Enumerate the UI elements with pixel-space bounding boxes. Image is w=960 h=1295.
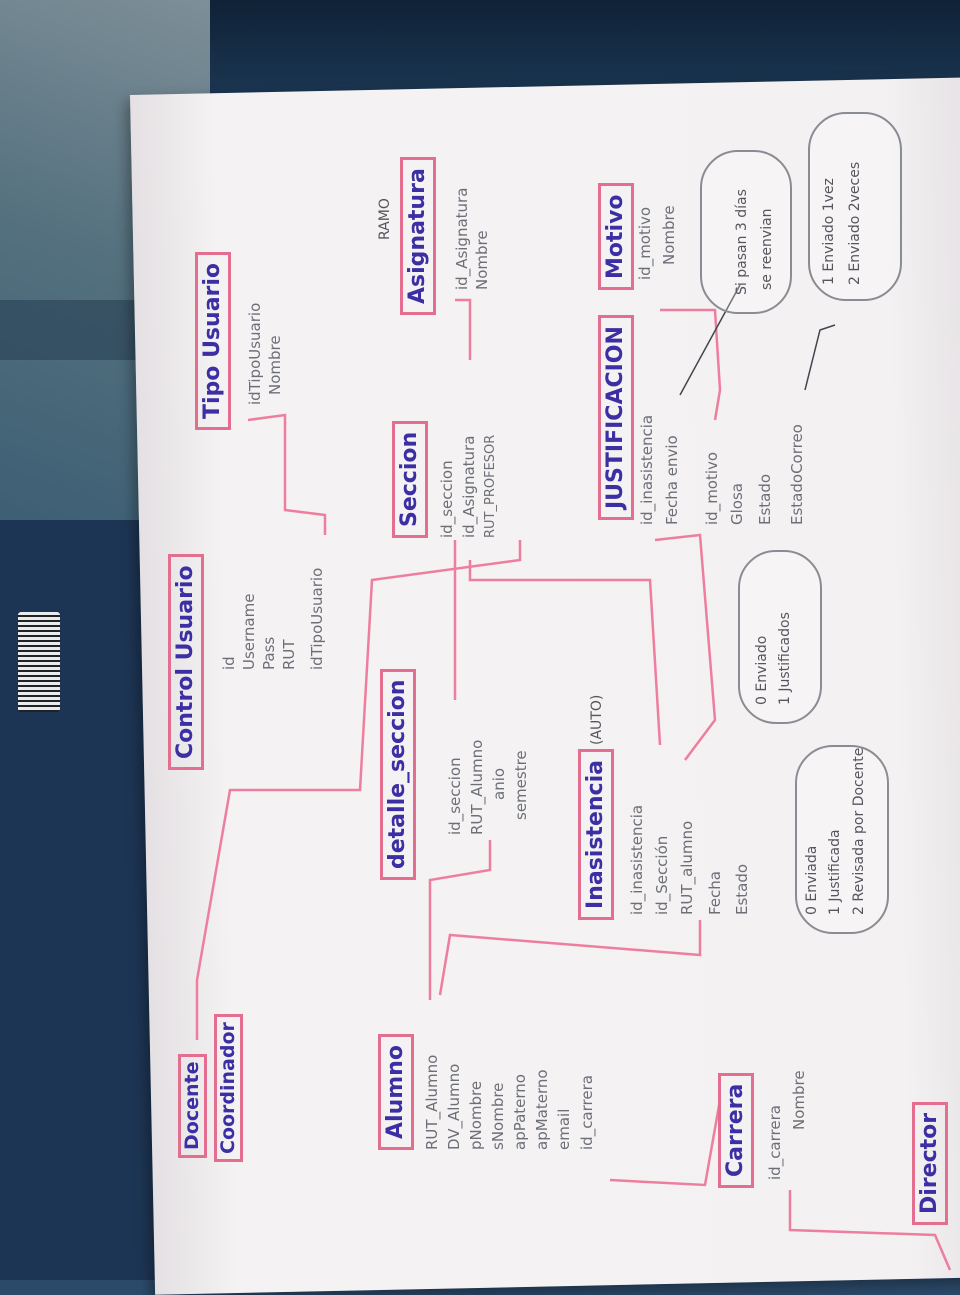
reenvio-cloud bbox=[700, 150, 792, 314]
field-in-idseccion: id_Sección bbox=[653, 835, 671, 915]
field-ca-nombre: Nombre bbox=[790, 1070, 808, 1130]
estado-justificacion-cloud bbox=[738, 550, 822, 724]
field-in-rutalumno: RUT_alumno bbox=[678, 820, 696, 915]
entity-justificacion-title: JUSTIFICACION bbox=[598, 315, 634, 520]
alumno-inasistencia-link bbox=[438, 920, 702, 996]
field-ds-idseccion: id_seccion bbox=[446, 757, 464, 835]
field-cu-rut: RUT bbox=[280, 639, 298, 670]
field-al-rut: RUT_Alumno bbox=[423, 1054, 441, 1150]
field-mo-nombre: Nombre bbox=[660, 205, 678, 265]
field-ju-fechaenvio: Fecha envio bbox=[663, 435, 681, 525]
field-ds-semestre: semestre bbox=[512, 750, 530, 820]
field-se-idasignatura: id_Asignatura bbox=[460, 435, 478, 538]
note-correo-2: 2 Enviado 2veces bbox=[847, 161, 863, 285]
entity-asignatura-title: Asignatura bbox=[400, 157, 436, 315]
docente-to-controlusuario-line bbox=[195, 540, 522, 1040]
field-al-dv: DV_Alumno bbox=[445, 1063, 463, 1150]
entity-coordinador: Coordinador bbox=[214, 1014, 243, 1162]
field-ds-rutalumno: RUT_Alumno bbox=[468, 739, 486, 835]
field-se-rutprofesor: RUT_PROFESOR bbox=[483, 434, 498, 538]
note-reenvio-1: se reenvian bbox=[759, 208, 775, 290]
field-cu-username: Username bbox=[240, 593, 258, 670]
field-ju-estado: Estado bbox=[756, 473, 774, 525]
estado-inasistencia-cloud bbox=[795, 745, 889, 934]
field-tu-nombre: Nombre bbox=[266, 335, 284, 395]
field-ju-idinasistencia: id_inasistencia bbox=[638, 414, 656, 525]
field-tu-idtipousuario: idTipoUsuario bbox=[246, 302, 264, 405]
note-reenvio-0: Si pasan 3 días bbox=[734, 189, 750, 295]
field-in-estado: Estado bbox=[733, 863, 751, 915]
note-correo-1: 1 Enviado 1vez bbox=[821, 178, 837, 285]
field-as-id: id_Asignatura bbox=[453, 187, 471, 290]
entity-inasistencia-title: Inasistencia bbox=[578, 749, 614, 920]
asignatura-alias: RAMO bbox=[377, 198, 393, 240]
entity-alumno-title: Alumno bbox=[378, 1034, 414, 1150]
entity-detalle-seccion-title: detalle_seccion bbox=[380, 668, 416, 880]
asignatura-seccion-link bbox=[455, 298, 472, 360]
field-in-fecha: Fecha bbox=[706, 871, 724, 915]
field-cu-id: id bbox=[220, 656, 238, 670]
note-inasistencia-2: 2 Revisada por Docente bbox=[851, 747, 867, 915]
field-al-snombre: sNombre bbox=[489, 1082, 507, 1150]
entity-control-usuario-title: Control Usuario bbox=[168, 554, 204, 770]
justificacion-inasistencia-link bbox=[654, 533, 717, 761]
field-al-idcarrera: id_carrera bbox=[578, 1075, 596, 1150]
field-al-pnombre: pNombre bbox=[467, 1080, 485, 1150]
field-cu-idtipousuario: idTipoUsuario bbox=[308, 567, 326, 670]
field-se-id: id_seccion bbox=[438, 460, 456, 538]
field-al-apmaterno: apMaterno bbox=[533, 1069, 551, 1150]
entity-carrera-title: Carrera bbox=[718, 1072, 754, 1188]
field-ca-idcarrera: id_carrera bbox=[766, 1105, 784, 1180]
seccion-inasistencia-link bbox=[468, 560, 662, 746]
field-as-nombre: Nombre bbox=[473, 230, 491, 290]
estado-correo-cloud bbox=[808, 112, 902, 301]
note-inasistencia-0: 0 Enviada bbox=[804, 845, 820, 915]
entity-docente: Docente bbox=[178, 1053, 207, 1158]
barcode-label bbox=[18, 612, 60, 712]
inasistencia-auto-note: (AUTO) bbox=[589, 694, 605, 745]
estado-correo-pointer bbox=[804, 324, 836, 391]
entity-seccion-title: Seccion bbox=[392, 420, 428, 538]
field-al-email: email bbox=[555, 1108, 573, 1150]
note-justificacion-1: 1 Justificados bbox=[777, 612, 793, 705]
field-ju-glosa: Glosa bbox=[728, 483, 746, 525]
carrera-alumno-link bbox=[609, 1099, 722, 1187]
field-al-appaterno: apPaterno bbox=[511, 1074, 529, 1150]
entity-tipo-usuario-title: Tipo Usuario bbox=[195, 251, 231, 430]
motivo-justificacion-link bbox=[660, 308, 722, 421]
field-ds-anio: anio bbox=[490, 767, 508, 800]
field-cu-pass: Pass bbox=[260, 636, 278, 670]
note-inasistencia-1: 1 Justificada bbox=[827, 829, 843, 915]
field-ju-idmotivo: id_motivo bbox=[703, 451, 721, 525]
carrera-director-link bbox=[788, 1190, 952, 1271]
field-in-id: id_inasistencia bbox=[628, 804, 646, 915]
entity-director: Director bbox=[912, 1101, 948, 1225]
alumno-detalle-link bbox=[428, 840, 492, 1000]
tipousuario-link bbox=[247, 413, 327, 535]
field-mo-idmotivo: id_motivo bbox=[636, 206, 654, 280]
field-ju-estadocorreo: EstadoCorreo bbox=[788, 424, 806, 525]
note-justificacion-0: 0 Enviado bbox=[754, 635, 770, 705]
entity-motivo-title: Motivo bbox=[598, 183, 634, 290]
